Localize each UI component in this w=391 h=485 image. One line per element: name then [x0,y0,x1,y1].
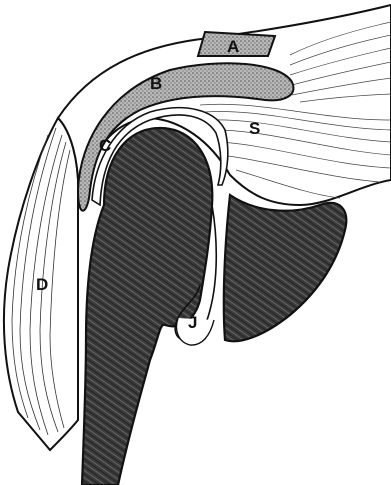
label-j: J [188,313,197,332]
label-c: C [99,136,111,155]
label-b: B [150,74,162,93]
scapula-glenoid [224,195,346,341]
label-d: D [36,275,48,294]
label-s: S [249,119,260,138]
label-a: A [227,37,239,56]
